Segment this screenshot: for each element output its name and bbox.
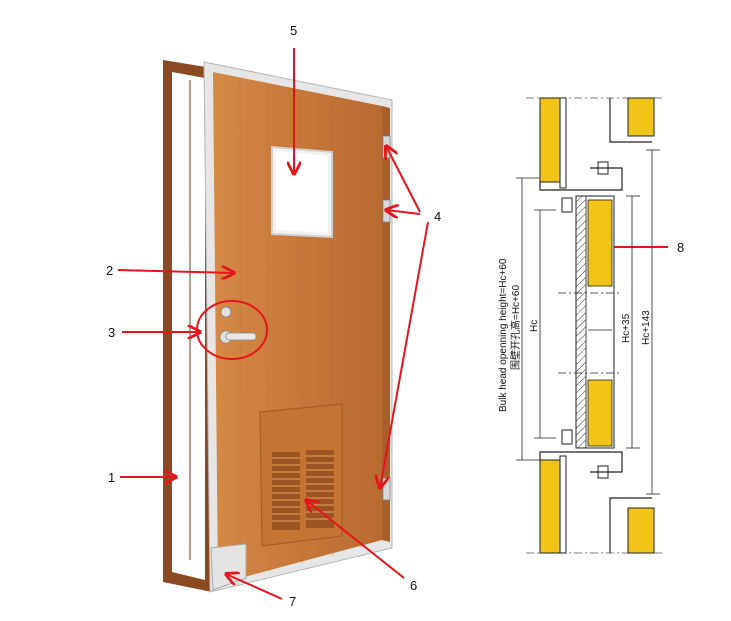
- section-drawing: Bulk head openning height=Hc+60 围壁开孔高=Hc…: [498, 97, 664, 554]
- insulation-core-bottom: [587, 379, 613, 447]
- dim-opening-height-cn: 围壁开孔高=Hc+60: [509, 285, 522, 370]
- vent-grille: [272, 450, 334, 530]
- callout-7: 7: [289, 594, 296, 609]
- callout-4: 4: [434, 209, 441, 224]
- insulation-core-top: [587, 199, 613, 287]
- callout-3: 3: [108, 325, 115, 340]
- dim-hc35: Hc+35: [621, 313, 632, 343]
- callout-8: 8: [677, 240, 684, 255]
- door-illustration: [163, 60, 393, 593]
- dim-opening-height-en: Bulk head openning height=Hc+60: [498, 258, 509, 412]
- callout-arrows: [117, 48, 668, 600]
- callout-2: 2: [106, 263, 113, 278]
- dim-hc: Hc: [529, 320, 540, 332]
- dim-hc143: Hc+143: [641, 310, 652, 345]
- callout-numbers: 1 2 3 4 5 6 7 8: [106, 23, 684, 609]
- callout-6: 6: [410, 578, 417, 593]
- callout-1: 1: [108, 470, 115, 485]
- callout-5: 5: [290, 23, 297, 38]
- handle-set: [219, 306, 257, 344]
- bulkhead-lower: [539, 459, 561, 554]
- bulkhead-upper: [539, 97, 561, 183]
- hinge-bottom: [382, 477, 391, 501]
